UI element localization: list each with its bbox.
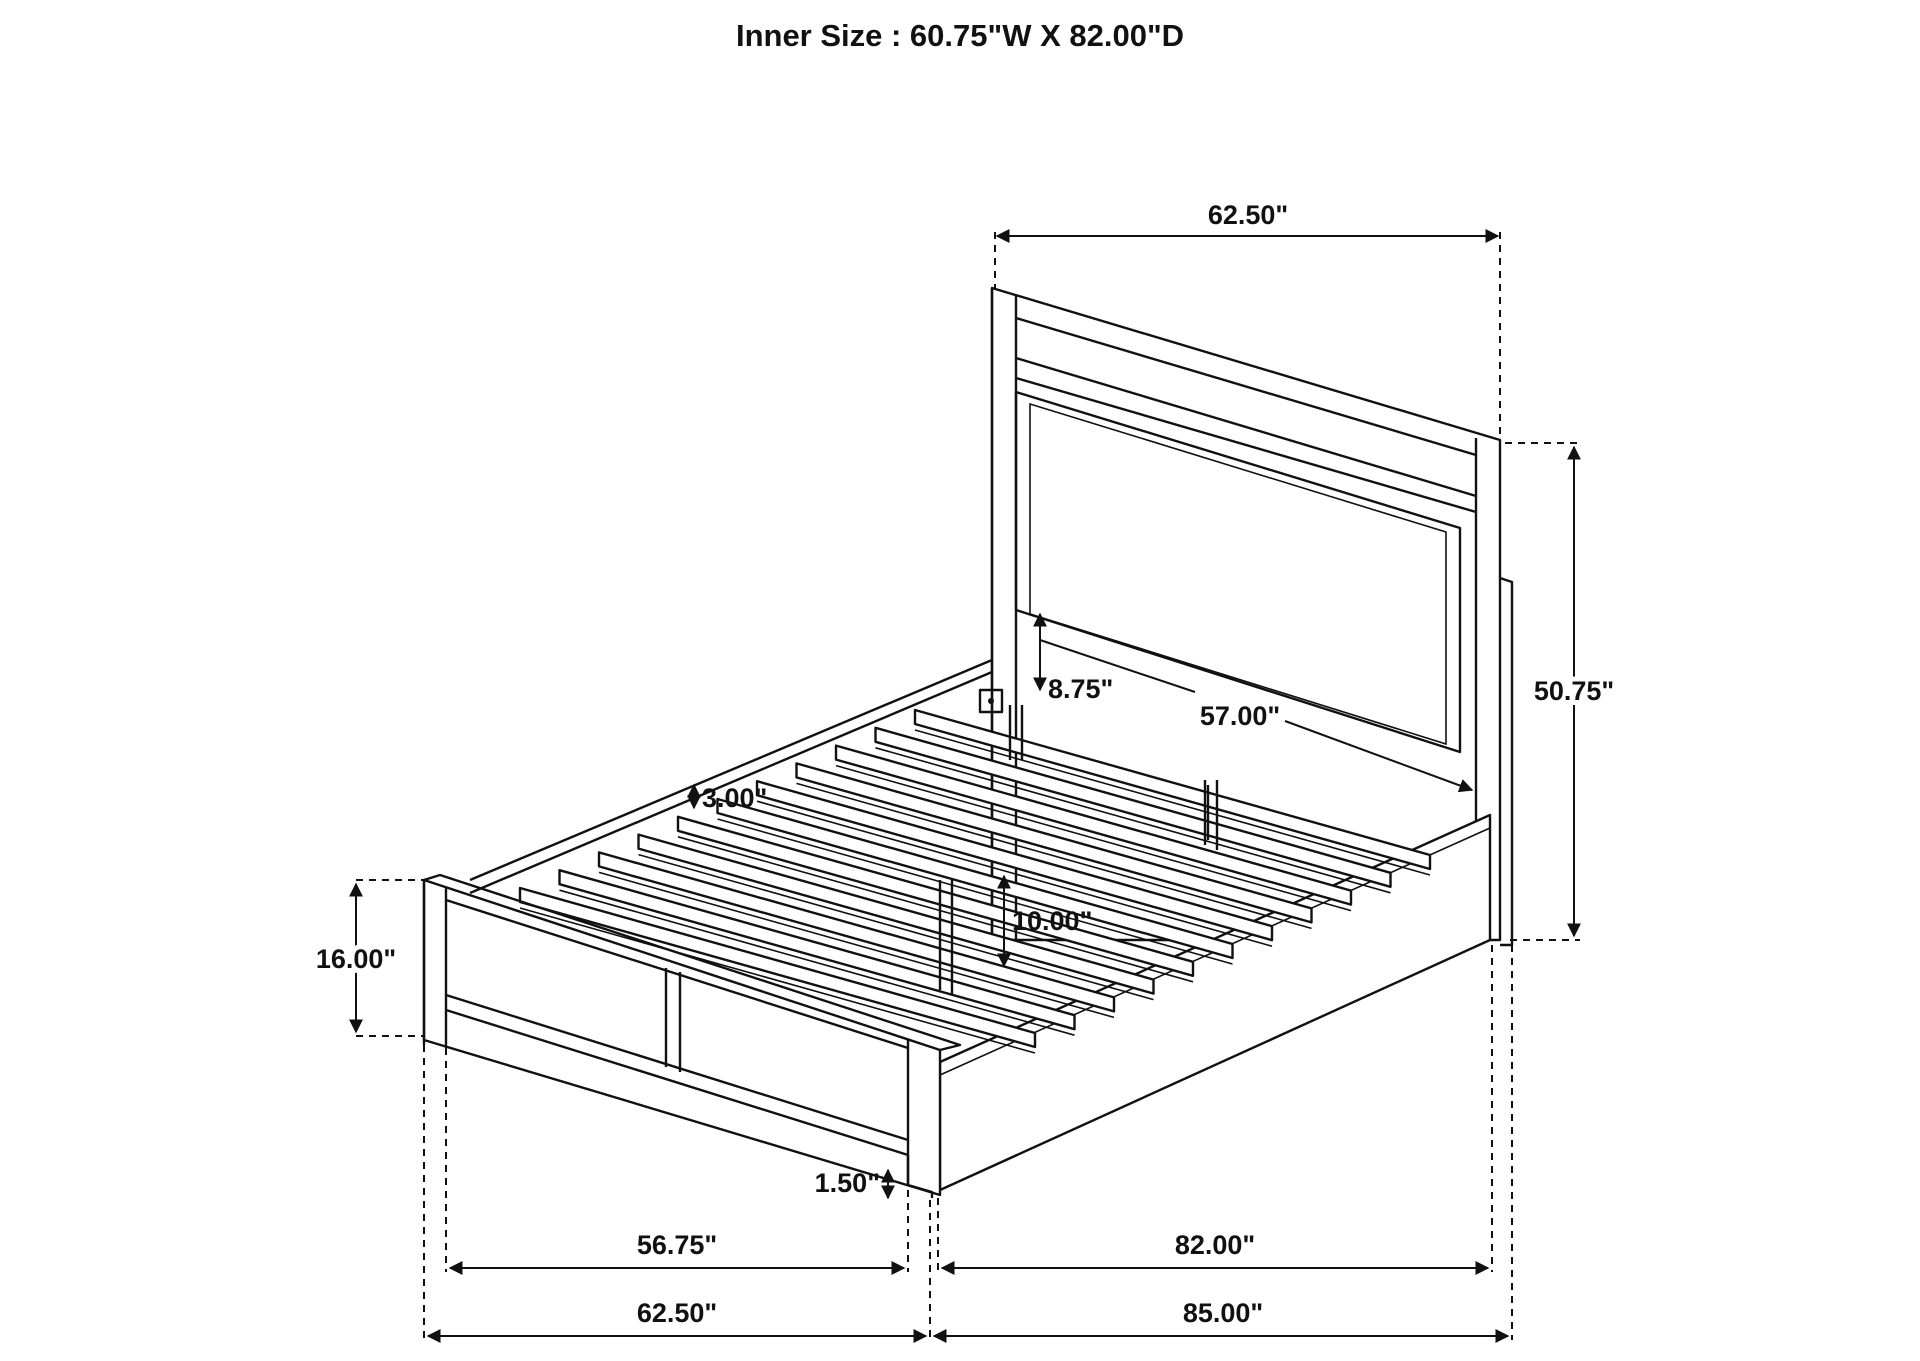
footboard: [422, 873, 962, 1198]
slat-shadow: [638, 853, 1154, 1001]
slat-shadow: [677, 836, 1194, 983]
label-overall-width: 62.50": [637, 1298, 717, 1328]
label-rail-height: 10.00": [1012, 906, 1092, 936]
far-side-rail: [469, 658, 993, 895]
slat-shadow: [756, 800, 1273, 947]
slat-shadow: [835, 764, 1352, 912]
slat-shadow: [875, 747, 1391, 894]
slat-shadow: [598, 871, 1115, 1019]
label-slat-clearance: 8.75": [1048, 674, 1113, 704]
label-headboard-height: 50.75": [1534, 676, 1614, 706]
slat: [676, 815, 1195, 977]
label-inner-width: 56.75": [637, 1230, 717, 1260]
slat: [874, 726, 1392, 888]
slat: [716, 797, 1234, 960]
slat-shadow: [796, 782, 1312, 930]
slat: [913, 708, 1432, 871]
slat: [755, 780, 1274, 942]
slat: [834, 744, 1353, 906]
dimension-lines: [349, 229, 1581, 1343]
slats: [518, 708, 1432, 1054]
diagram-title: Inner Size : 60.75"W X 82.00"D: [735, 18, 1185, 53]
label-inner-length: 82.00": [1175, 1230, 1255, 1260]
slat-shadow: [559, 889, 1075, 1036]
center-supports: [938, 705, 1219, 995]
slat: [597, 851, 1116, 1013]
slat-shadow: [914, 729, 1431, 876]
slat: [558, 869, 1076, 1031]
label-leg-height: 1.50": [815, 1168, 880, 1198]
slat-shadow: [717, 818, 1233, 965]
label-slat-span: 57.00": [1200, 701, 1280, 731]
slat: [637, 833, 1155, 995]
label-headboard-width: 62.50": [1208, 200, 1288, 230]
label-slat-spacing: 3.00": [702, 783, 767, 813]
slat: [795, 762, 1313, 924]
slat: [518, 886, 1037, 1049]
label-overall-length: 85.00": [1183, 1298, 1263, 1328]
slat-shadow: [519, 907, 1036, 1054]
label-footboard-height: 16.00": [316, 944, 396, 974]
rail-bracket: [978, 688, 1004, 714]
